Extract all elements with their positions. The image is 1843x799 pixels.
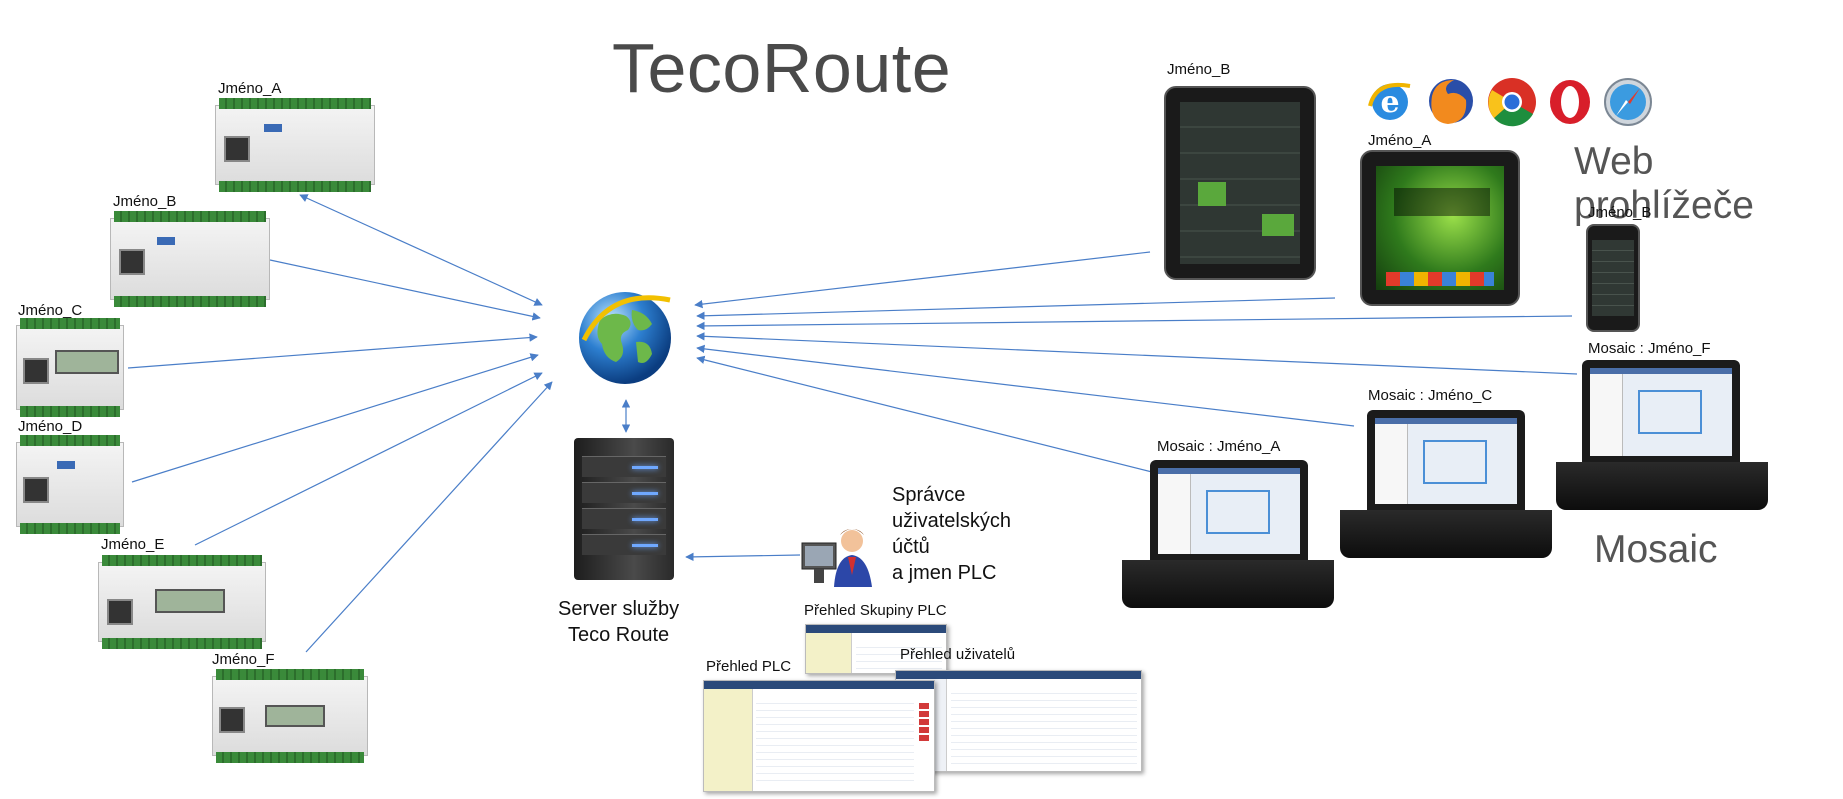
laptop-f-base: [1556, 462, 1768, 510]
web-browsers-label: Web prohlížeče: [1574, 140, 1754, 227]
wire-laptop-f: [696, 332, 1578, 375]
laptop-c-label: Mosaic : Jméno_C: [1368, 387, 1493, 404]
users-overview-label: Přehled uživatelů: [900, 646, 1016, 663]
wire-tablet-a: [696, 297, 1336, 320]
plc-device-e: [98, 555, 266, 649]
tablet-b-label: Jméno_B: [1167, 61, 1231, 78]
plc-overview-screenshot: [703, 680, 935, 792]
wire-tablet-b: [694, 251, 1151, 309]
groups-overview-label: Přehled Skupiny PLC: [804, 602, 947, 619]
wire-admin-server: [685, 552, 801, 562]
plc-label-e: Jméno_E: [101, 536, 165, 553]
wire-plc-c: [127, 333, 538, 369]
opera-icon: [1550, 80, 1590, 124]
mosaic-label: Mosaic: [1594, 528, 1718, 571]
internet-explorer-icon: e: [1368, 83, 1411, 120]
wire-laptop-c: [696, 344, 1355, 427]
phone-device-b: [1586, 224, 1640, 332]
wire-plc-e: [194, 372, 543, 546]
server-label: Server služby Teco Route: [558, 598, 680, 646]
internet-globe-icon: [579, 292, 671, 384]
diagram-title: TecoRoute: [612, 29, 952, 107]
firefox-icon: [1429, 79, 1473, 124]
chrome-icon: [1488, 78, 1536, 127]
tablet-device-a: [1360, 150, 1520, 306]
laptop-a-screen: [1150, 460, 1308, 560]
admin-label: Správce uživatelských účtů a jmen PLC: [892, 484, 1011, 584]
wire-phone-b: [696, 315, 1573, 331]
admin-user-icon: [801, 529, 872, 587]
plc-label-b: Jméno_B: [113, 193, 177, 210]
plc-label-a: Jméno_A: [218, 80, 282, 97]
wire-laptop-a: [696, 355, 1153, 473]
wire-plc-f: [305, 381, 553, 653]
wire-plc-a: [299, 194, 543, 306]
wire-plc-d: [131, 353, 539, 483]
groups-overview-screenshot: [805, 624, 947, 674]
safari-icon: [1604, 78, 1652, 126]
svg-text:e: e: [1380, 85, 1399, 120]
plc-label-d: Jméno_D: [18, 418, 83, 435]
plc-device-f: [212, 669, 368, 763]
tablet-a-label: Jméno_A: [1368, 132, 1432, 149]
plc-device-b: [110, 211, 270, 307]
laptop-a-label: Mosaic : Jméno_A: [1157, 438, 1281, 455]
plc-device-d: [16, 435, 124, 534]
plc-label-f: Jméno_F: [212, 651, 275, 668]
laptop-c-base: [1340, 510, 1552, 558]
laptop-f-label: Mosaic : Jméno_F: [1588, 340, 1711, 357]
teco-route-server: [574, 438, 674, 580]
plc-device-a: [215, 98, 375, 192]
phone-b-label: Jméno_B: [1588, 204, 1652, 221]
plc-label-c: Jméno_C: [18, 302, 83, 319]
laptop-f-screen: [1582, 360, 1740, 462]
laptop-a-base: [1122, 560, 1334, 608]
plc-device-c: [16, 318, 124, 417]
tablet-device-b: [1164, 86, 1316, 280]
plc-overview-label: Přehled PLC: [706, 658, 792, 675]
wire-plc-b: [269, 259, 541, 321]
laptop-c-screen: [1367, 410, 1525, 510]
